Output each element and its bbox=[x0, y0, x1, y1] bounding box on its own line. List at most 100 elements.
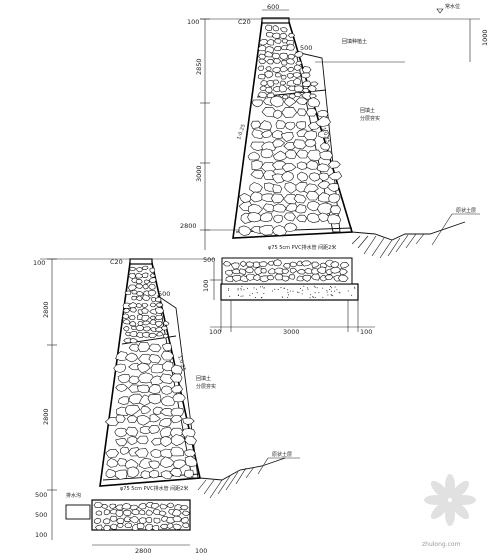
rubble-stone bbox=[292, 78, 302, 85]
rubble-stone bbox=[286, 73, 294, 79]
rubble-stone bbox=[181, 510, 191, 516]
rubble-stone bbox=[272, 225, 288, 236]
rubble-stone bbox=[101, 504, 109, 509]
lower-top-level: C20 bbox=[110, 258, 123, 266]
concrete-dot bbox=[287, 292, 289, 294]
rubble-stone bbox=[128, 393, 144, 405]
rubble-stone bbox=[281, 268, 290, 274]
rubble-stone bbox=[105, 468, 118, 479]
concrete-dot bbox=[313, 285, 315, 287]
rubble-stone bbox=[114, 469, 128, 480]
rubble-stone bbox=[272, 58, 282, 64]
concrete-dot bbox=[243, 289, 245, 291]
rubble-stone bbox=[148, 332, 158, 339]
rubble-stone bbox=[102, 518, 111, 525]
concrete-dot bbox=[303, 285, 305, 287]
rubble-stone bbox=[134, 448, 149, 458]
rubble-stone bbox=[297, 108, 307, 117]
concrete-dot bbox=[272, 290, 274, 292]
rubble-stone bbox=[135, 279, 143, 285]
concrete-dot bbox=[263, 287, 265, 289]
rubble-stone bbox=[257, 73, 266, 80]
rubble-stone bbox=[230, 262, 240, 270]
rubble-stone bbox=[272, 109, 283, 119]
rubble-stone bbox=[149, 469, 160, 479]
upper-foot-dim-2: 100 bbox=[202, 280, 210, 292]
rubble-stone bbox=[147, 394, 162, 405]
rubble-stone bbox=[115, 510, 124, 518]
rubble-stone bbox=[251, 129, 266, 140]
rubble-stone bbox=[137, 372, 155, 384]
concrete-dot bbox=[240, 295, 242, 297]
lower-seg-dim-1: 2800 bbox=[42, 301, 50, 318]
rubble-stone bbox=[169, 373, 183, 383]
concrete-dot bbox=[247, 287, 248, 289]
rubble-stone bbox=[260, 268, 267, 274]
rubble-stone bbox=[154, 321, 163, 328]
rubble-stone bbox=[285, 149, 297, 159]
logo-petal bbox=[430, 500, 450, 520]
rubble-stone bbox=[184, 469, 194, 479]
concrete-dot bbox=[307, 287, 309, 289]
concrete-dot bbox=[330, 294, 332, 295]
rubble-stone bbox=[154, 326, 163, 333]
rubble-stone bbox=[304, 139, 317, 148]
rubble-stone bbox=[131, 295, 137, 301]
rubble-stone bbox=[135, 295, 143, 301]
rubble-stone bbox=[150, 437, 163, 446]
rubble-stone bbox=[141, 272, 149, 279]
logo-petal bbox=[450, 480, 470, 500]
concrete-dot bbox=[256, 292, 258, 294]
concrete-dot bbox=[263, 293, 265, 295]
rubble-stone bbox=[138, 509, 146, 515]
rubble-stone bbox=[142, 320, 151, 326]
rubble-stone bbox=[274, 267, 285, 275]
rubble-stone bbox=[172, 459, 187, 470]
rubble-stone bbox=[287, 53, 296, 60]
upper-top-width: 600 bbox=[267, 3, 279, 11]
rubble-stone bbox=[249, 191, 265, 203]
rubble-stone bbox=[150, 327, 158, 332]
rubble-stone bbox=[141, 314, 150, 322]
rubble-stone bbox=[129, 307, 137, 313]
rubble-stone bbox=[278, 84, 288, 93]
rubble-stone bbox=[156, 302, 164, 308]
rubble-stone bbox=[141, 332, 150, 338]
rubble-stone bbox=[279, 80, 287, 86]
lower-wall: φ75 5cm PVC排水管 间距2米 原状土层 回填土 分层夯实 1:0.25… bbox=[33, 258, 300, 555]
watermark-text: zhulong.com bbox=[422, 541, 461, 548]
rubble-stone bbox=[156, 331, 164, 337]
rubble-stone bbox=[320, 142, 331, 151]
rubble-stone bbox=[103, 509, 111, 516]
rubble-stone bbox=[135, 302, 143, 308]
rubble-stone bbox=[137, 384, 150, 394]
rubble-stone bbox=[172, 515, 183, 523]
rubble-stone bbox=[272, 203, 287, 213]
rubble-stone bbox=[264, 51, 274, 58]
rubble-stone bbox=[160, 395, 176, 407]
rubble-stone bbox=[163, 320, 170, 326]
concrete-dot bbox=[287, 289, 289, 291]
rubble-stone bbox=[285, 203, 299, 212]
concrete-dot bbox=[330, 290, 332, 292]
concrete-dot bbox=[312, 296, 314, 298]
concrete-dot bbox=[242, 295, 244, 297]
rubble-stone bbox=[303, 130, 318, 141]
lower-left-dim-2: 500 bbox=[35, 511, 47, 519]
rubble-stone bbox=[294, 51, 304, 58]
rubble-stone bbox=[116, 517, 125, 524]
rubble-stone bbox=[306, 200, 321, 212]
rubble-stone bbox=[296, 214, 308, 223]
rubble-stone bbox=[261, 193, 275, 202]
rubble-stone bbox=[136, 414, 152, 426]
rubble-stone bbox=[127, 272, 136, 279]
rubble-stone bbox=[289, 267, 298, 274]
concrete-dot bbox=[255, 297, 256, 298]
concrete-dot bbox=[261, 286, 263, 288]
rubble-stone bbox=[306, 85, 317, 93]
rubble-stone bbox=[267, 267, 277, 275]
concrete-dot bbox=[260, 297, 262, 299]
rubble-stone bbox=[179, 505, 189, 511]
rubble-stone bbox=[247, 203, 264, 215]
rubble-stone bbox=[273, 38, 282, 44]
